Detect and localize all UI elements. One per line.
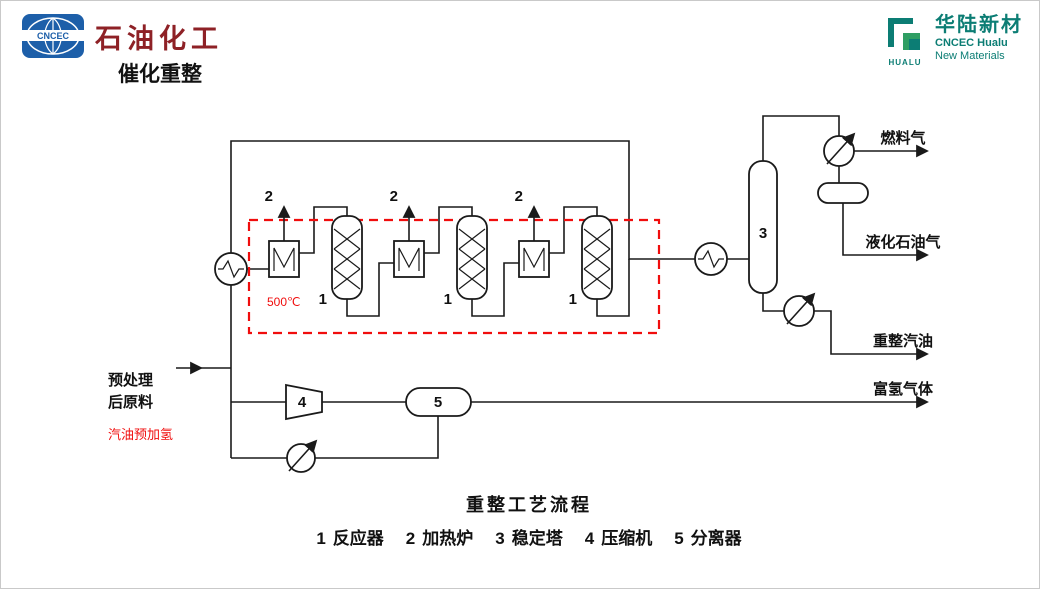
heater-3: 2 <box>515 188 550 278</box>
reactor-2-tag: 1 <box>444 291 452 308</box>
reflux-drum <box>817 182 869 204</box>
feed-label-line2: 后原料 <box>108 393 153 411</box>
compressor-tag: 4 <box>298 394 307 411</box>
reaction-section-highlight: 500℃ <box>247 218 661 335</box>
reactor-3: 1 <box>569 215 613 308</box>
brand-right-name-en2: New Materials <box>935 50 1005 63</box>
hualu-logo-text: HUALU <box>889 58 922 67</box>
heater-1: 2 <box>265 188 300 278</box>
legend-4-num: 4 <box>585 529 595 548</box>
heater-2-tag: 2 <box>390 188 398 205</box>
temperature-label: 500℃ <box>267 295 301 309</box>
column-feed-exchanger-icon <box>694 242 728 276</box>
feed-effluent-exchanger-icon <box>214 252 248 286</box>
reactor-1-tag: 1 <box>319 291 327 308</box>
condenser-cooler-icon <box>823 132 856 167</box>
legend-3-num: 3 <box>495 529 504 548</box>
legend-2-name: 加热炉 <box>421 528 473 548</box>
stream-hydrogen-label: 富氢气体 <box>873 380 934 398</box>
legend-3-name: 稳定塔 <box>512 528 564 548</box>
separator-vessel: 5 <box>405 387 472 417</box>
stabilizer-column: 3 <box>748 160 778 294</box>
cncec-logo-icon: CNCEC <box>22 14 84 58</box>
process-piping <box>176 115 927 459</box>
reactor-1: 1 <box>319 215 363 308</box>
stabilizer-tag: 3 <box>759 225 767 242</box>
page-title: 催化重整 <box>118 63 202 86</box>
brand-right-text: 华陆新材 CNCEC Hualu New Materials <box>935 13 1023 63</box>
stream-reformate-label: 重整汽油 <box>873 332 933 350</box>
heater-3-tag: 2 <box>515 188 523 205</box>
hualu-logo-icon: HUALU <box>888 18 922 67</box>
cncec-logo-text: CNCEC <box>37 31 70 41</box>
diagram-legend: 1 反应器 2 加热炉 3 稳定塔 4 压缩机 5 分离器 <box>316 528 742 548</box>
heater-1-tag: 2 <box>265 188 273 205</box>
stream-fuel-gas-label: 燃料气 <box>880 129 925 147</box>
brand-left: CNCEC 石油化工 <box>21 13 223 59</box>
compressor-symbol: 4 <box>285 383 323 421</box>
legend-1-num: 1 <box>316 529 325 548</box>
brand-right-name-cn: 华陆新材 <box>935 14 1023 36</box>
brand-left-name: 石油化工 <box>95 23 223 54</box>
legend-5-num: 5 <box>674 529 683 548</box>
legend-1-name: 反应器 <box>333 528 385 548</box>
feed-note: 汽油预加氢 <box>108 427 173 442</box>
feed-label-line1: 预处理 <box>108 371 153 389</box>
stream-lpg-label: 液化石油气 <box>865 233 940 251</box>
reactor-3-tag: 1 <box>569 291 577 308</box>
heater-2: 2 <box>390 188 425 278</box>
diagram-caption: 重整工艺流程 <box>466 494 592 515</box>
separator-tag: 5 <box>434 394 442 411</box>
reformate-cooler-icon <box>783 292 816 327</box>
effluent-cooler-icon <box>286 439 318 473</box>
reactor-2: 1 <box>444 215 488 308</box>
brand-right-name-en1: CNCEC Hualu <box>935 37 1008 49</box>
legend-5-name: 分离器 <box>691 528 743 548</box>
brand-right: HUALU 华陆新材 CNCEC Hualu New Materials <box>883 13 1023 69</box>
legend-4-name: 压缩机 <box>601 528 652 548</box>
legend-2-num: 2 <box>406 529 415 548</box>
